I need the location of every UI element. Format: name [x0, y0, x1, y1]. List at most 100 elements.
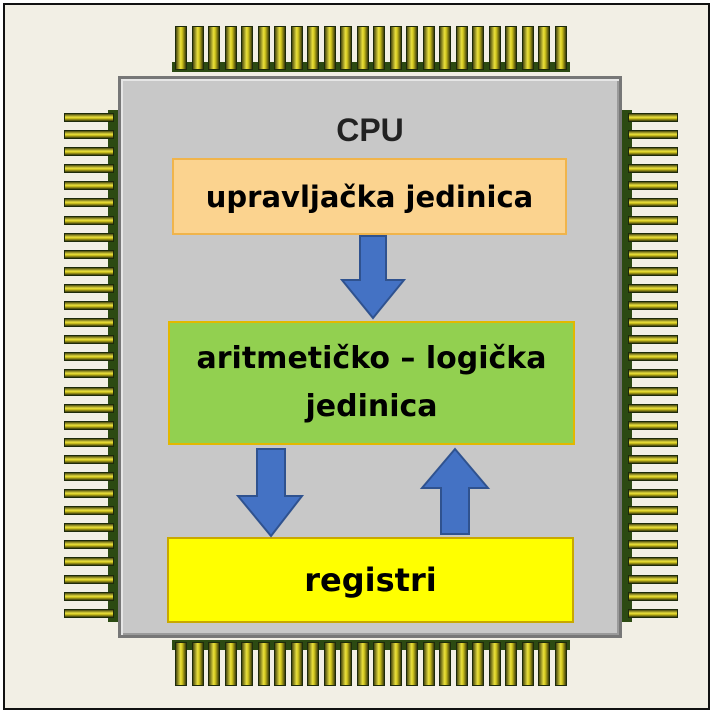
- pin: [628, 318, 678, 328]
- pin: [290, 26, 303, 70]
- pin: [64, 608, 114, 618]
- pin: [628, 591, 678, 601]
- pin: [64, 249, 114, 259]
- pin: [628, 164, 678, 174]
- pin: [628, 301, 678, 311]
- pin: [340, 26, 353, 70]
- pin-base-bottom: [172, 640, 570, 650]
- pin: [628, 147, 678, 157]
- cpu-title: CPU: [336, 112, 404, 148]
- arrow-up-registers-to-alu: [419, 447, 491, 535]
- pin: [323, 26, 336, 70]
- pin: [208, 642, 221, 686]
- pin: [64, 386, 114, 396]
- pin: [628, 249, 678, 259]
- pin: [628, 335, 678, 345]
- pin: [505, 26, 518, 70]
- pin: [373, 642, 386, 686]
- pin: [488, 26, 501, 70]
- pin: [241, 642, 254, 686]
- pin: [64, 403, 114, 413]
- pin: [628, 506, 678, 516]
- pin: [554, 26, 567, 70]
- pin: [64, 420, 114, 430]
- pin: [628, 523, 678, 533]
- pin: [257, 642, 270, 686]
- pin: [538, 642, 551, 686]
- pins-right: [628, 113, 678, 618]
- pin: [628, 489, 678, 499]
- pin: [628, 130, 678, 140]
- pins-left: [64, 113, 114, 618]
- pin: [257, 26, 270, 70]
- pin: [64, 471, 114, 481]
- pin: [64, 574, 114, 584]
- pin: [538, 26, 551, 70]
- pin: [64, 232, 114, 242]
- pin: [175, 26, 187, 70]
- pin: [628, 403, 678, 413]
- pins-top: [175, 26, 567, 70]
- pin: [64, 198, 114, 208]
- pin: [521, 642, 534, 686]
- pin: [307, 642, 320, 686]
- control-unit-box: upravljačka jedinica: [172, 158, 567, 235]
- pin: [64, 437, 114, 447]
- pin: [64, 591, 114, 601]
- pin: [224, 26, 237, 70]
- pin: [64, 266, 114, 276]
- pin: [224, 642, 237, 686]
- pin: [628, 215, 678, 225]
- pin: [290, 642, 303, 686]
- pin: [628, 283, 678, 293]
- pin: [323, 642, 336, 686]
- pin: [628, 181, 678, 191]
- pin: [628, 557, 678, 567]
- arrow-down-cu-to-alu: [339, 235, 407, 320]
- pin: [628, 540, 678, 550]
- pin: [628, 113, 678, 122]
- pin: [64, 523, 114, 533]
- pin: [628, 574, 678, 584]
- pin: [64, 557, 114, 567]
- pin: [389, 26, 402, 70]
- pin: [439, 642, 452, 686]
- pin: [191, 26, 204, 70]
- pin: [356, 642, 369, 686]
- pin: [64, 489, 114, 499]
- pin: [64, 113, 114, 122]
- pin: [521, 26, 534, 70]
- pin: [628, 608, 678, 618]
- pin: [628, 437, 678, 447]
- pin: [554, 642, 567, 686]
- pin: [439, 26, 452, 70]
- pin: [64, 318, 114, 328]
- pin: [455, 642, 468, 686]
- pin: [472, 642, 485, 686]
- pin: [64, 164, 114, 174]
- pin: [340, 642, 353, 686]
- pin: [406, 26, 419, 70]
- registers-box: registri: [167, 537, 574, 623]
- pin: [64, 369, 114, 379]
- pin: [64, 301, 114, 311]
- pin: [64, 540, 114, 550]
- pin: [64, 147, 114, 157]
- pin: [64, 215, 114, 225]
- arrow-down-alu-to-registers: [235, 448, 305, 538]
- pin: [373, 26, 386, 70]
- pin: [488, 642, 501, 686]
- pins-bottom: [175, 642, 567, 686]
- pin: [274, 26, 287, 70]
- pin: [422, 26, 435, 70]
- alu-box: aritmetičko – logička jedinica: [168, 321, 575, 445]
- pin: [208, 26, 221, 70]
- pin: [628, 471, 678, 481]
- pin: [191, 642, 204, 686]
- pin: [175, 642, 187, 686]
- pin: [628, 198, 678, 208]
- pin: [241, 26, 254, 70]
- pin: [64, 352, 114, 362]
- pin: [628, 369, 678, 379]
- pin: [628, 266, 678, 276]
